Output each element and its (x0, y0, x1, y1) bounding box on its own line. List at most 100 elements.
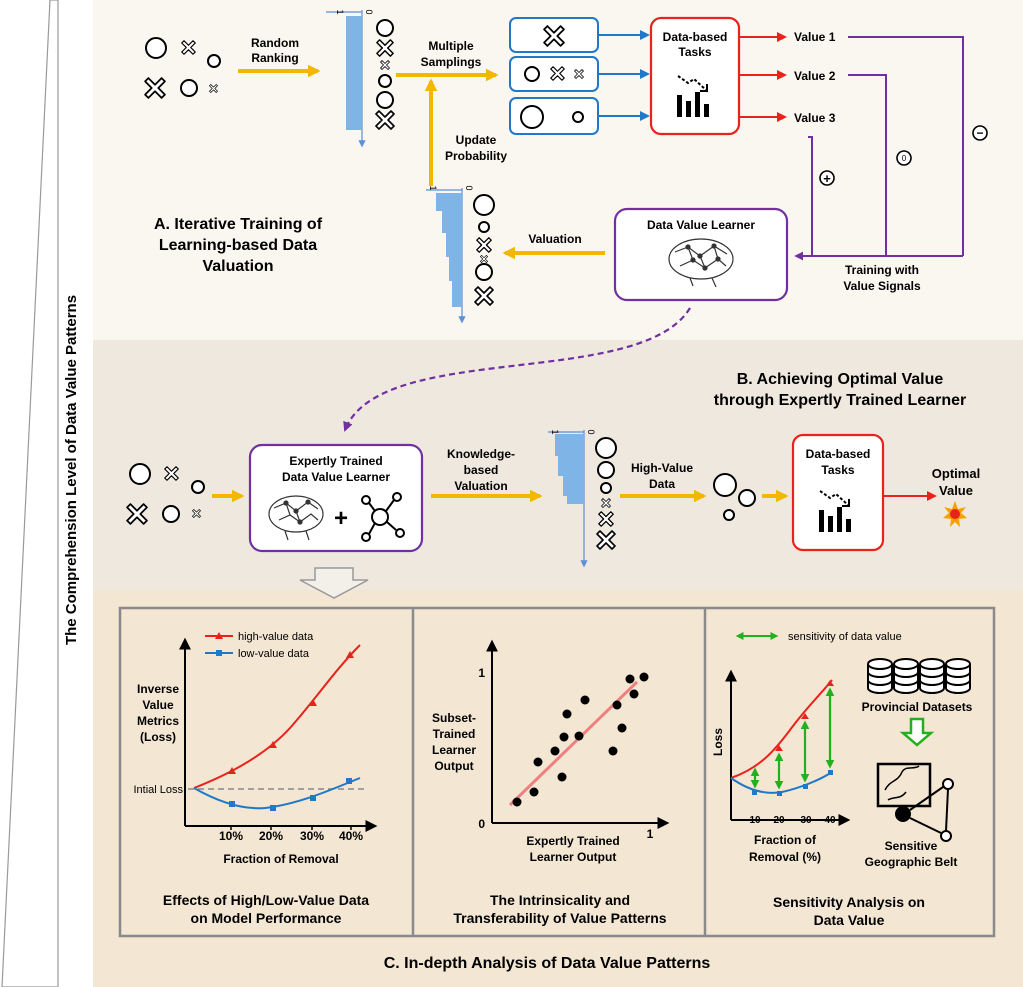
panel2-ylabel-1: Subset- (432, 711, 476, 725)
section-b-title-1: B. Achieving Optimal Value (737, 371, 944, 388)
valuation-label: Valuation (528, 232, 581, 246)
tasks-label-b-2: Tasks (821, 463, 854, 477)
panel1-caption-1: Effects of High/Low-Value Data (163, 892, 369, 908)
sample-box-2 (509, 56, 599, 92)
section-b-title-2: through Expertly Trained Learner (714, 392, 967, 409)
panel3-high-curve (730, 679, 833, 779)
panel2-caption-2: Transferability of Value Patterns (453, 910, 666, 926)
comprehension-axis-label: The Comprehension Level of Data Value Pa… (63, 295, 80, 645)
training-signals-label-1: Training with (845, 263, 919, 277)
scatter-point (639, 672, 649, 682)
low-value-curve (193, 777, 361, 810)
panel3-xlabel-2: Removal (%) (749, 850, 821, 864)
training-signals-label-2: Value Signals (843, 279, 921, 293)
sample-box-3 (509, 97, 599, 135)
section-b: B. Achieving Optimal Value through Exper… (126, 371, 980, 599)
panel2-ylabel-4: Output (434, 759, 473, 773)
expertly-trained-learner-box: Expertly Trained Data Value Learner + (248, 443, 424, 553)
panel1-xtick-40: 40% (339, 829, 363, 843)
panel2-caption-1: The Intrinsicality and (490, 892, 630, 908)
panel1-legend: high-value data low-value data (205, 631, 314, 660)
value-2-label: Value 2 (794, 69, 836, 83)
sensitivity-legend-label: sensitivity of data value (788, 631, 902, 643)
update-probability-label-2: Probability (445, 149, 507, 163)
geographic-belt-icon (876, 762, 954, 842)
input-data-shapes-a (144, 37, 221, 99)
data-value-learner-box: Data Value Learner (613, 207, 789, 302)
expert-plus-sign: + (334, 505, 348, 532)
panel1-ylabel-3: Metrics (137, 714, 179, 728)
section-a: Random Ranking 1 0 Multiple Samplings Up… (144, 9, 988, 432)
scatter-point (512, 797, 522, 807)
sensitivity-arrows (750, 687, 835, 790)
optimal-value-label-2: Value (939, 483, 973, 498)
expert-transfer-arrow (343, 307, 691, 432)
expert-box-label-2: Data Value Learner (282, 470, 390, 484)
sun-icon (943, 501, 967, 527)
comprehension-axis: The Comprehension Level of Data Value Pa… (1, 0, 80, 987)
tasks-label-b-1: Data-based (806, 447, 871, 461)
high-value-data-shapes (713, 473, 756, 521)
multiple-samplings-label-1: Multiple (428, 39, 474, 53)
rank-axis-one-1: 1 (335, 9, 345, 14)
panel3-caption-2: Data Value (814, 912, 885, 928)
panel3-xtick-40: 40 (824, 815, 836, 826)
plus-signal-text: + (823, 171, 831, 186)
knowledge-valuation-label-2: based (464, 463, 499, 477)
legend-low-value: low-value data (238, 648, 310, 660)
high-value-label-2: Data (649, 477, 675, 491)
panel3-xlabel-1: Fraction of (754, 833, 817, 847)
section-c-title: C. In-depth Analysis of Data Value Patte… (384, 955, 711, 972)
rank-axis-one-3: 1 (550, 429, 560, 434)
panel3-xtick-10: 10 (749, 815, 761, 826)
scatter-point (557, 772, 567, 782)
rank-axis-zero-2: 0 (464, 185, 474, 190)
panel-3: sensitivity of data value Loss 10 20 30 … (711, 631, 973, 928)
knowledge-valuation-label-3: Valuation (454, 479, 507, 493)
random-ranking-label-2: Ranking (251, 51, 298, 65)
belt-label-1: Sensitive (885, 839, 938, 853)
data-based-tasks-box-a: Data-based Tasks (649, 16, 741, 136)
section-a-title-3: Valuation (202, 258, 273, 275)
panel1-caption-2: on Model Performance (191, 910, 342, 926)
minus-signal-text: − (976, 126, 983, 140)
scatter-point (533, 757, 543, 767)
data-based-tasks-box-b: Data-based Tasks (791, 433, 885, 552)
scatter-point (559, 732, 569, 742)
scatter-point (580, 695, 590, 705)
zero-signal: 0 (896, 150, 912, 166)
value-signal-lines (794, 36, 964, 261)
plus-signal: + (819, 170, 835, 186)
expert-box-label-1: Expertly Trained (289, 454, 382, 468)
scatter-point (574, 731, 584, 741)
section-a-title-2: Learning-based Data (159, 237, 317, 254)
panel-1: Intial Loss Inverse Value Metrics (Loss)… (133, 631, 378, 926)
knowledge-graph-icon (361, 492, 405, 542)
chart-icon-b (819, 490, 851, 532)
panel2-xtick-1: 1 (647, 827, 654, 841)
zero-signal-text: 0 (902, 154, 907, 163)
scatter-points (512, 672, 649, 807)
scatter-point (612, 700, 622, 710)
hollow-down-arrow-green (899, 717, 935, 747)
panel3-xtick-20: 20 (773, 815, 785, 826)
high-value-label-1: High-Value (631, 461, 693, 475)
input-data-shapes-b (126, 463, 205, 525)
update-probability-label-1: Update (456, 133, 497, 147)
panel2-xlabel-1: Expertly Trained (526, 834, 619, 848)
value-1-label: Value 1 (794, 30, 836, 44)
panel2-ytick-0: 0 (478, 817, 485, 831)
initial-loss-label: Intial Loss (133, 784, 183, 796)
value-3-label: Value 3 (794, 111, 836, 125)
panel1-xtick-10: 10% (219, 829, 243, 843)
sample-box-1 (509, 17, 599, 53)
tasks-label-a-2: Tasks (678, 45, 711, 59)
panel1-ylabel-1: Inverse (137, 682, 179, 696)
panel1-xtick-30: 30% (300, 829, 324, 843)
analysis-frame (118, 606, 996, 938)
section-c: C. In-depth Analysis of Data Value Patte… (118, 606, 996, 972)
rank-axis-zero-1: 0 (364, 9, 374, 14)
panel-2: 1 0 1 Subset- Trained Learner Output Exp… (432, 639, 670, 926)
scatter-point (562, 709, 572, 719)
